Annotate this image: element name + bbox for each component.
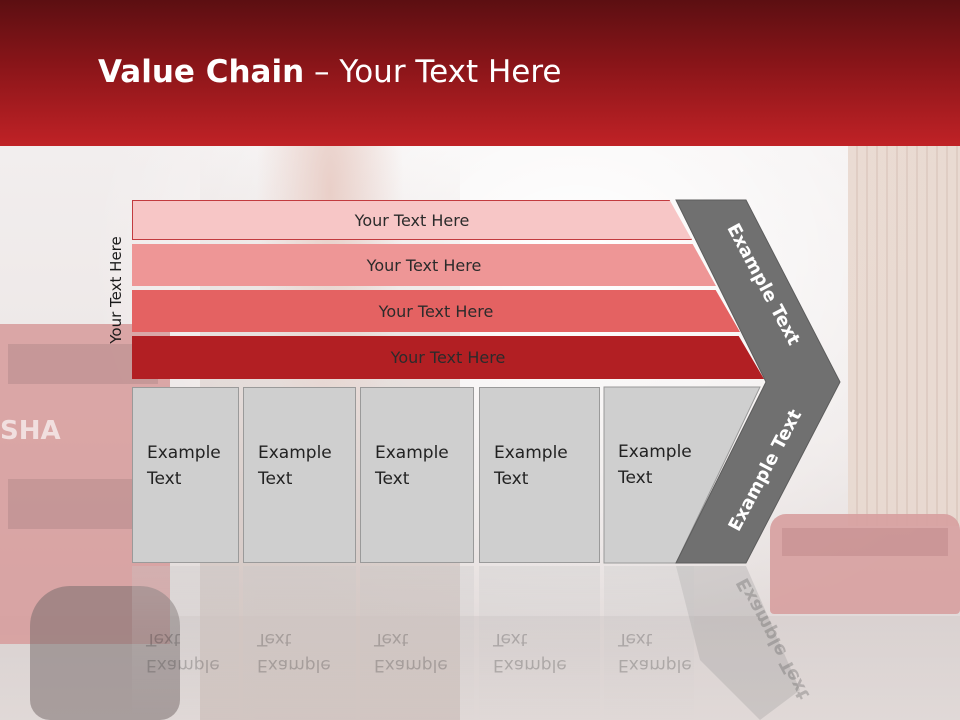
title-bold: Value Chain	[98, 54, 305, 90]
bar-4: Your Text Here	[132, 336, 764, 379]
bus-right	[770, 514, 960, 614]
box-3: Example Text	[360, 387, 474, 563]
bar-1: Your Text Here	[132, 200, 692, 240]
box-4-reflection-text: Example Text	[493, 629, 567, 675]
box-1: Example Text	[132, 387, 239, 563]
box-5-reflection: Example Text	[604, 566, 694, 720]
box-1-text: Example Text	[147, 443, 221, 489]
box-4: Example Text	[479, 387, 600, 563]
slide-title: Value Chain – Your Text Here	[98, 54, 561, 90]
title-rest: – Your Text Here	[304, 54, 562, 90]
box-4-text: Example Text	[494, 443, 568, 489]
box-3-text: Example Text	[375, 443, 449, 489]
box-2-reflection: Example Text	[243, 566, 356, 720]
bar-4-label: Your Text Here	[390, 348, 506, 367]
bus-sign: SHA	[0, 416, 61, 446]
bar-3: Your Text Here	[132, 290, 740, 332]
clock-tower	[848, 146, 960, 526]
box-2-reflection-text: Example Text	[257, 629, 331, 675]
box-4-reflection: Example Text	[479, 566, 600, 720]
header-band: Value Chain – Your Text Here	[0, 0, 960, 146]
bar-2-label: Your Text Here	[366, 255, 482, 275]
box-1-reflection-text: Example Text	[146, 629, 220, 675]
side-label: Your Text Here	[107, 236, 125, 344]
box-5-text: Example Text	[618, 442, 692, 488]
box-1-reflection: Example Text	[132, 566, 239, 720]
bar-3-label: Your Text Here	[378, 301, 494, 321]
box-2-text: Example Text	[258, 443, 332, 489]
box-3-reflection-text: Example Text	[374, 629, 448, 675]
box-5-reflection-text: Example Text	[618, 629, 692, 675]
box-5: Example Text	[604, 387, 734, 563]
bar-2: Your Text Here	[132, 244, 716, 286]
handbag	[30, 586, 180, 720]
bar-1-label: Your Text Here	[354, 210, 470, 230]
box-2: Example Text	[243, 387, 356, 563]
box-3-reflection: Example Text	[360, 566, 474, 720]
